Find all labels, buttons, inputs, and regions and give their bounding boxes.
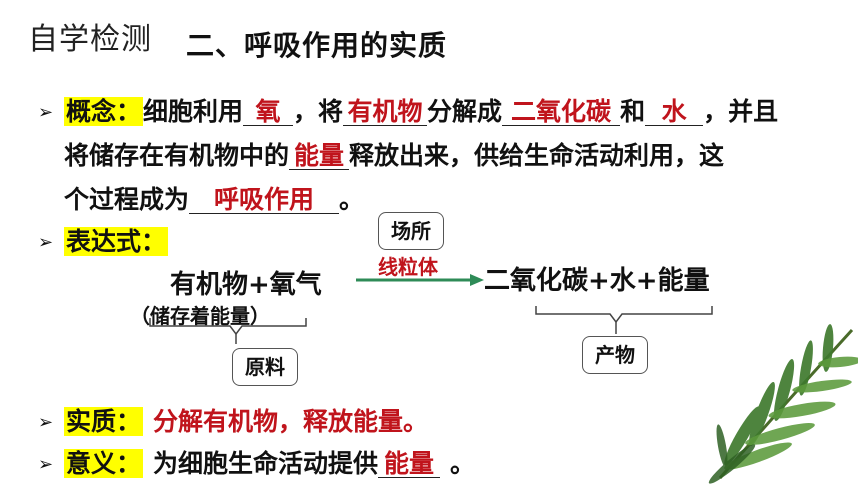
answer-blank: 水 <box>645 98 704 127</box>
essence-label: 实质： <box>64 407 144 436</box>
concept-line-2: 将储存在有机物中的能量释放出来，供给生命活动利用，这 <box>64 136 724 172</box>
meaning-text: 。 <box>450 449 476 478</box>
answer-blank: 有机物 <box>343 98 428 127</box>
products: 二氧化碳+水+能量 <box>484 266 710 296</box>
concept-text: 个过程成为 <box>64 185 190 214</box>
leaf-decoration-icon <box>708 324 858 484</box>
concept-line-1: ➢ 概念：细胞利用氧，将有机物分解成二氧化碳和水，并且 <box>38 92 778 128</box>
concept-text: 释放出来，供给生命活动利用，这 <box>349 141 725 170</box>
concept-text: 和 <box>620 97 646 126</box>
meaning-line: ➢ 意义： 为细胞生命活动提供能量。 <box>38 444 475 480</box>
bullet-arrow-icon: ➢ <box>38 412 54 433</box>
answer-blank: 能量 <box>289 142 350 171</box>
concept-text: 分解成 <box>427 97 503 126</box>
place-label: 线粒体 <box>378 255 438 279</box>
concept-text: 细胞利用 <box>143 97 244 126</box>
concept-line-3: 个过程成为呼吸作用。 <box>64 180 364 216</box>
reactants: 有机物+氧气 <box>170 270 322 300</box>
answer-blank: 二氧化碳 <box>502 98 621 127</box>
essence-text: 分解有机物，释放能量。 <box>153 407 429 436</box>
product-box: 产物 <box>582 336 648 374</box>
answer-blank: 呼吸作用 <box>189 186 340 215</box>
concept-text: 将储存在有机物中的 <box>64 141 290 170</box>
concept-text: ，将 <box>293 97 344 126</box>
product-brace <box>535 306 713 324</box>
section-label: 自学检测 <box>28 22 152 57</box>
expression-label: 表达式： <box>64 227 169 256</box>
concept-label: 概念： <box>64 97 144 126</box>
reactant-box: 原料 <box>232 348 298 386</box>
meaning-text: 为细胞生命活动提供 <box>153 449 379 478</box>
meaning-label: 意义： <box>64 449 144 478</box>
reactant-note: （储存着能量） <box>130 304 270 328</box>
expression-line: ➢ 表达式： <box>38 222 169 258</box>
place-box: 场所 <box>378 212 444 250</box>
concept-text: 。 <box>339 185 365 214</box>
answer-blank: 氧 <box>243 98 294 127</box>
answer-blank: 能量 <box>378 450 441 479</box>
bullet-arrow-icon: ➢ <box>38 102 54 123</box>
essence-line: ➢ 实质： 分解有机物，释放能量。 <box>38 402 428 438</box>
bullet-arrow-icon: ➢ <box>38 232 54 253</box>
concept-text: ，并且 <box>703 97 779 126</box>
arrow-head-icon <box>470 274 484 286</box>
bullet-arrow-icon: ➢ <box>38 454 54 475</box>
reactant-brace <box>149 318 307 336</box>
page-title: 二、呼吸作用的实质 <box>186 29 448 62</box>
